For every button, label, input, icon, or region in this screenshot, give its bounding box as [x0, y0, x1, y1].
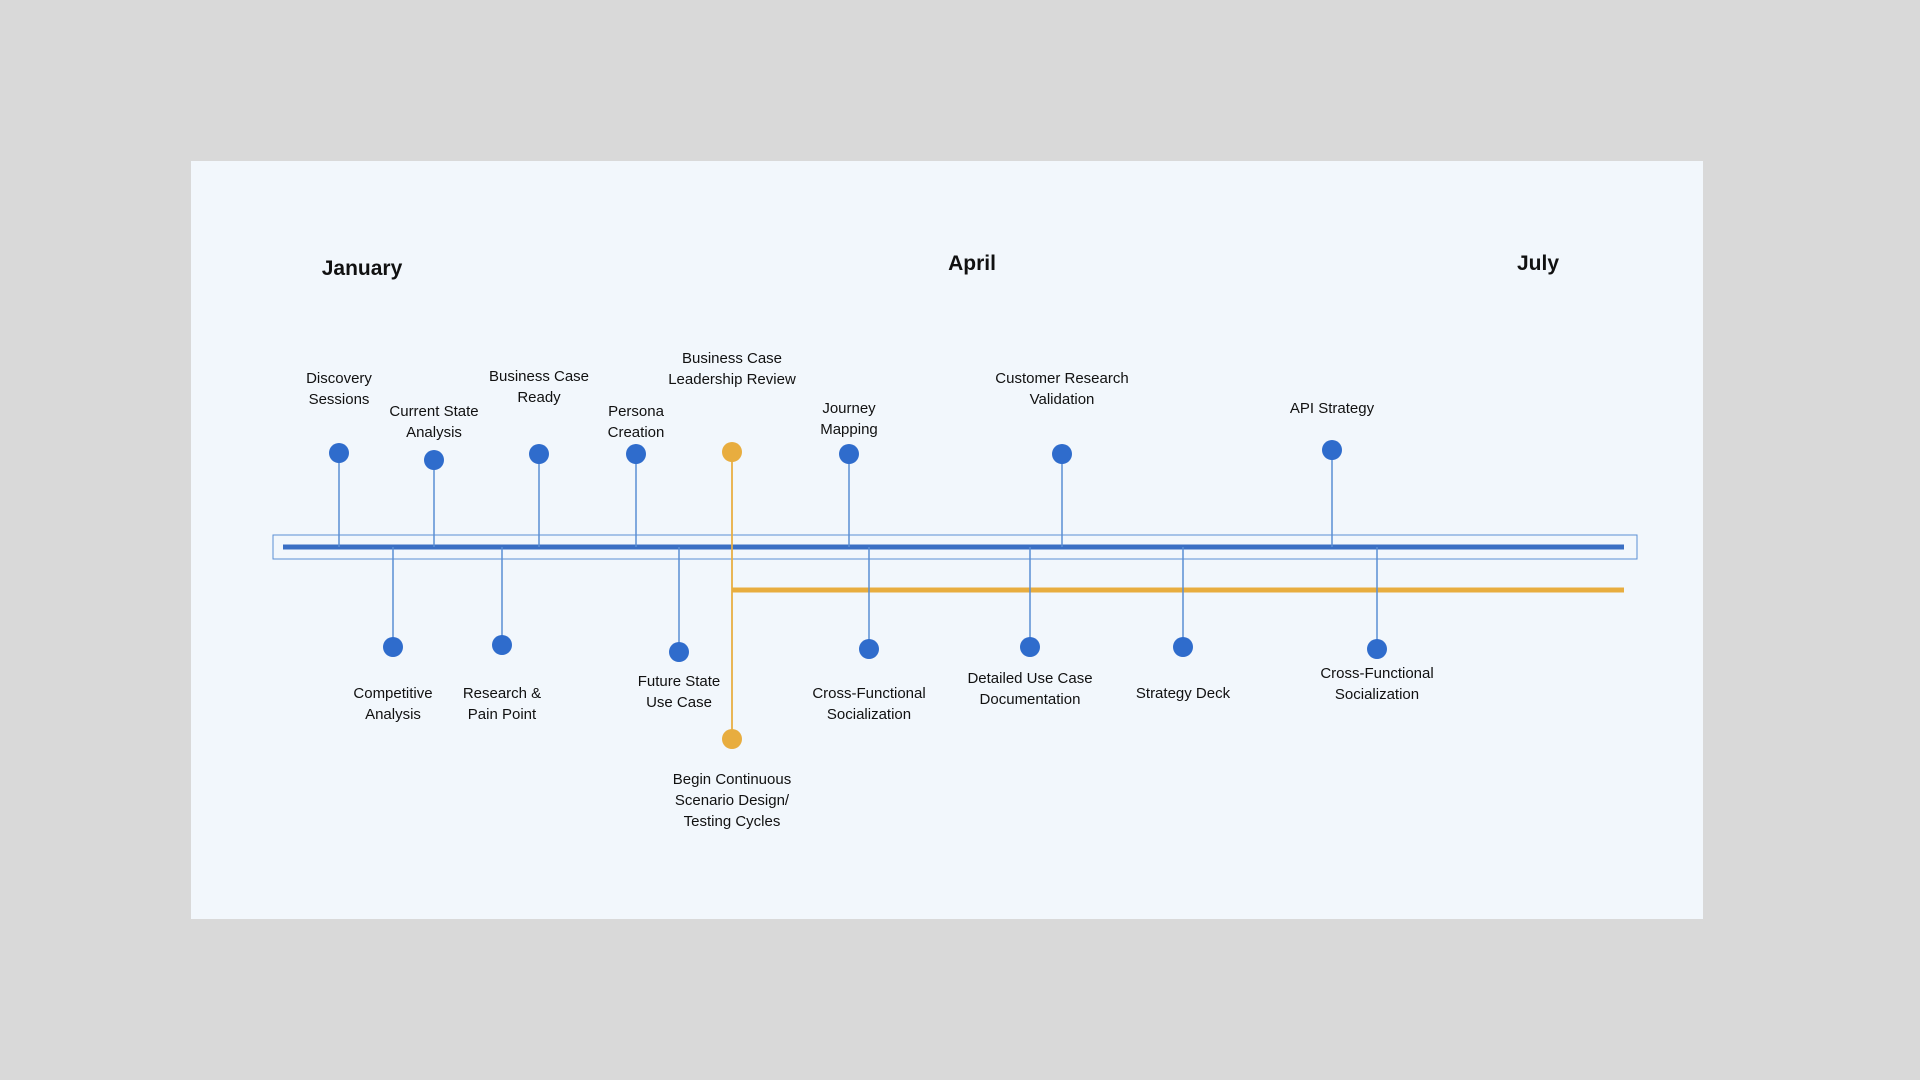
milestone-dot	[424, 450, 444, 470]
milestone-label: Cross-Functional Socialization	[1320, 665, 1434, 703]
milestone-label: Research & Pain Point	[462, 685, 542, 723]
milestone-dot	[1173, 637, 1193, 657]
milestone-label: Current State Analysis	[389, 403, 479, 441]
milestone-label: Discovery Sessions	[306, 370, 372, 408]
milestone-dot	[1367, 639, 1387, 659]
milestone-label: Future State Use Case	[637, 673, 721, 711]
milestone-label: Business Case Leadership Review	[668, 350, 796, 388]
milestone-dot	[859, 639, 879, 659]
milestone-dot	[626, 444, 646, 464]
milestone-dot-highlight	[722, 729, 742, 749]
month-july: July	[1516, 252, 1560, 275]
milestone-dot-highlight	[722, 442, 742, 462]
milestone-dot	[1052, 444, 1072, 464]
milestone-dot	[492, 635, 512, 655]
milestone-dot	[669, 642, 689, 662]
milestone-dot	[1322, 440, 1342, 460]
milestone-label: Strategy Deck	[1135, 685, 1231, 702]
milestone-label: Begin Continuous Scenario Design/ Testin…	[672, 771, 792, 830]
milestone-label: Cross-Functional Socialization	[812, 685, 926, 723]
milestone-dot	[839, 444, 859, 464]
milestone-label: API Strategy	[1289, 400, 1375, 417]
milestone-dot	[383, 637, 403, 657]
milestone-label: Customer Research Validation	[995, 370, 1129, 408]
milestone-dot	[329, 443, 349, 463]
timeline-diagram	[272, 440, 1638, 749]
milestone-label: Competitive Analysis	[353, 685, 433, 723]
milestone-label: Detailed Use Case Documentation	[967, 670, 1093, 708]
month-january: January	[321, 257, 403, 280]
milestone-label: Persona Creation	[607, 403, 665, 441]
milestone-dot	[529, 444, 549, 464]
month-april: April	[948, 252, 996, 275]
milestone-label: Journey Mapping	[820, 400, 878, 438]
milestone-label: Business Case Ready	[488, 368, 590, 406]
timeline-frame	[272, 534, 1638, 560]
milestone-dot	[1020, 637, 1040, 657]
